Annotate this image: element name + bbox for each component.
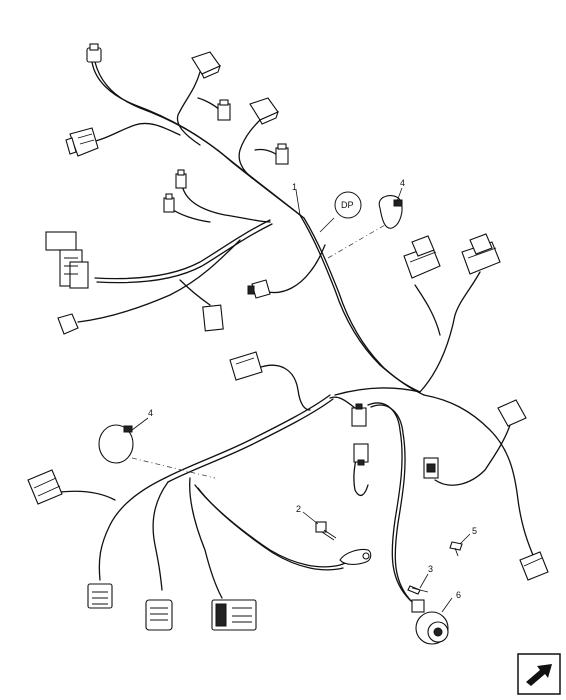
connector-mid-2	[353, 443, 369, 466]
connectors	[27, 43, 549, 645]
callout-2: 2	[296, 504, 301, 514]
next-page-arrow-icon[interactable]	[517, 653, 561, 695]
connector-pigtail-2	[163, 193, 175, 213]
round-connector	[411, 599, 449, 645]
ring-terminal	[339, 548, 372, 565]
cable-tie-lower	[98, 424, 134, 464]
connector-top-3	[217, 99, 231, 121]
connector-pigtail-1	[175, 169, 187, 189]
screw	[407, 585, 429, 595]
bolt	[315, 521, 337, 541]
connector-center-1	[247, 279, 271, 299]
connector-left-lower	[57, 313, 79, 335]
connector-top-4	[249, 97, 279, 125]
phantom-lines	[131, 224, 386, 479]
connector-top-small	[86, 43, 102, 63]
callout-5: 5	[472, 526, 477, 536]
connector-mid-1	[351, 403, 367, 427]
connector-lower-left-4	[211, 599, 257, 631]
connector-lower-left-1	[27, 469, 63, 505]
callout-3: 3	[428, 564, 433, 574]
connector-lower-left-3	[145, 599, 173, 631]
callout-4-lower: 4	[148, 408, 153, 418]
connector-top-5	[275, 143, 289, 165]
connector-large-left	[45, 231, 89, 289]
detail-point-marker: DP	[334, 191, 362, 219]
connector-top-2	[191, 51, 221, 79]
connector-left-boot	[65, 127, 99, 157]
cable-tie-upper	[378, 195, 403, 229]
connector-center-3	[229, 351, 263, 381]
connector-right-top-2	[461, 233, 501, 275]
callout-leaders	[131, 187, 471, 613]
callout-6: 6	[456, 590, 461, 600]
hardware	[98, 195, 463, 595]
connector-right-top-1	[403, 235, 441, 279]
harness-wires	[59, 61, 536, 604]
callout-4-upper: 4	[400, 178, 405, 188]
screw-small	[449, 541, 463, 557]
connector-center-2	[202, 304, 224, 332]
connector-right-lower	[519, 551, 549, 581]
connector-right-mid	[423, 457, 439, 479]
connector-right-upper	[497, 399, 527, 427]
connector-lower-left-2	[87, 583, 113, 609]
callout-1: 1	[292, 182, 297, 192]
detail-point-label: DP	[341, 200, 354, 210]
